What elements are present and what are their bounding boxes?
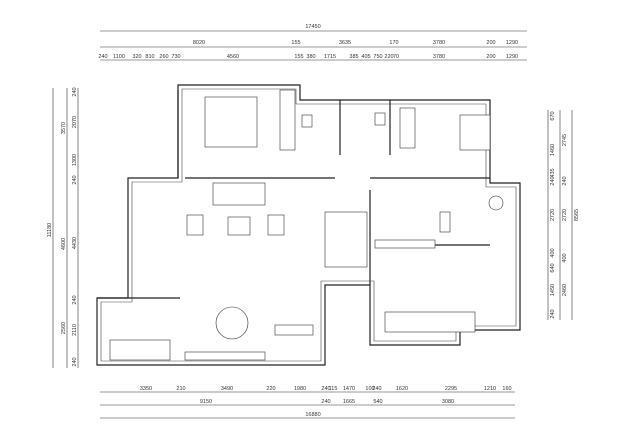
desk-chair bbox=[488, 195, 504, 211]
bed bbox=[204, 96, 258, 148]
dimension-left: 3570 bbox=[61, 122, 67, 134]
dimension-bottom: 9150 bbox=[200, 399, 212, 405]
dimension-top-total: 17450 bbox=[305, 24, 320, 30]
dimension-top: 750 bbox=[373, 54, 382, 60]
dimension-right: 2720 bbox=[562, 209, 568, 221]
dimension-left: 240 bbox=[72, 295, 78, 304]
dimension-right: 240 bbox=[562, 176, 568, 185]
dimension-bottom: 100 bbox=[365, 386, 374, 392]
dimension-top: 1290 bbox=[506, 40, 518, 46]
armchair bbox=[186, 214, 204, 236]
dimension-bottom: 3080 bbox=[442, 399, 454, 405]
dimension-labels: 17450 8020 155 3635 170 3780 200 1290 240 1100 320… bbox=[47, 24, 580, 418]
dimension-right: 400 bbox=[562, 253, 568, 262]
dimension-right: 670 bbox=[550, 111, 556, 120]
kitchen-counter-2 bbox=[384, 311, 476, 333]
dimension-top: 155 bbox=[291, 40, 300, 46]
dimension-top: 320 bbox=[132, 54, 141, 60]
sideboard bbox=[274, 324, 314, 336]
dimension-top: 240 bbox=[98, 54, 107, 60]
dimension-top: 200 bbox=[486, 54, 495, 60]
dimension-top: 1715 bbox=[324, 54, 336, 60]
dimension-top: 260 bbox=[159, 54, 168, 60]
dimension-bottom: 1980 bbox=[294, 386, 306, 392]
dimension-left: 4430 bbox=[72, 237, 78, 249]
dimension-bottom: 3350 bbox=[140, 386, 152, 392]
dimension-top: 170 bbox=[389, 40, 398, 46]
dimension-bottom: 1620 bbox=[396, 386, 408, 392]
dimension-top: 1290 bbox=[506, 54, 518, 60]
dimension-bottom: 2295 bbox=[445, 386, 457, 392]
dimension-bottom: 115 bbox=[329, 386, 338, 392]
tv-cabinet bbox=[184, 351, 266, 361]
furniture bbox=[109, 89, 504, 361]
walls bbox=[96, 84, 521, 366]
dimension-bottom: 210 bbox=[176, 386, 185, 392]
dimension-bottom: 240 bbox=[372, 386, 381, 392]
dimension-right: 1460 bbox=[550, 144, 556, 156]
dimension-left: 240 bbox=[72, 175, 78, 184]
dimension-right: 240 bbox=[550, 309, 556, 318]
stair bbox=[324, 211, 368, 268]
dimension-left: 2110 bbox=[72, 324, 78, 336]
dimension-bottom: 240 bbox=[321, 399, 330, 405]
dimension-bottom: 540 bbox=[373, 399, 382, 405]
dining-table bbox=[215, 306, 249, 340]
dimension-left: 1300 bbox=[72, 154, 78, 166]
coffee-table bbox=[227, 216, 251, 236]
dimension-left: 2070 bbox=[72, 116, 78, 128]
dimension-left: 2560 bbox=[61, 322, 67, 334]
dimension-right: 640 bbox=[550, 263, 556, 272]
sofa bbox=[212, 182, 266, 206]
dimension-top: 4560 bbox=[227, 54, 239, 60]
dimension-left: 240 bbox=[72, 87, 78, 96]
dimension-top: 8020 bbox=[193, 40, 205, 46]
dimension-top: 730 bbox=[171, 54, 180, 60]
armchair-2 bbox=[267, 214, 285, 236]
dimension-top: 220 bbox=[384, 54, 393, 60]
dimension-top: 3635 bbox=[339, 40, 351, 46]
dimension-right: 2745 bbox=[562, 134, 568, 146]
dimension-top: 1100 bbox=[113, 54, 125, 60]
wardrobe bbox=[279, 89, 296, 151]
dimension-left-total: 11180 bbox=[47, 223, 53, 237]
dimension-right: 240 bbox=[550, 176, 556, 185]
dimension-top: 810 bbox=[145, 54, 154, 60]
dimension-bottom: 1470 bbox=[343, 386, 355, 392]
dimension-right-total: 8565 bbox=[574, 209, 580, 221]
dimension-bottom-total: 16880 bbox=[305, 412, 320, 418]
bed-2 bbox=[459, 114, 491, 151]
dimension-bottom: 240 bbox=[321, 386, 330, 392]
dimension-bottom: 220 bbox=[266, 386, 275, 392]
dimension-top: 155 bbox=[294, 54, 303, 60]
dimension-top: 385 bbox=[349, 54, 358, 60]
dimension-top: 70 bbox=[393, 54, 399, 60]
dimension-right: 2720 bbox=[550, 209, 556, 221]
dimension-top: 380 bbox=[306, 54, 315, 60]
dimension-top: 3780 bbox=[433, 40, 445, 46]
dimension-bottom: 3490 bbox=[221, 386, 233, 392]
dimension-right: 400 bbox=[550, 248, 556, 257]
dimension-top: 405 bbox=[361, 54, 370, 60]
toilet bbox=[301, 114, 313, 128]
dimension-top: 3780 bbox=[433, 54, 445, 60]
dimension-lines bbox=[52, 30, 573, 419]
dimension-bottom: 1665 bbox=[343, 399, 355, 405]
dimension-right: 435 bbox=[550, 168, 556, 177]
kitchen-counter bbox=[374, 239, 436, 249]
dimension-bottom: 1210 bbox=[484, 386, 496, 392]
desk bbox=[439, 211, 451, 233]
toilet-2 bbox=[374, 112, 386, 126]
dimension-left: 4600 bbox=[61, 238, 67, 250]
dimension-right: 2460 bbox=[562, 284, 568, 296]
dimension-top: 200 bbox=[486, 40, 495, 46]
dimension-bottom: 160 bbox=[502, 386, 511, 392]
dimension-left: 240 bbox=[72, 357, 78, 366]
dimension-right: 1450 bbox=[550, 284, 556, 296]
bed-3 bbox=[109, 339, 171, 361]
wardrobe-2 bbox=[399, 107, 416, 149]
